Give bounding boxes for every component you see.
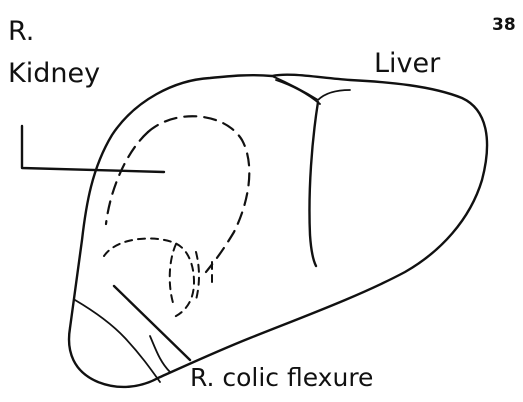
renal-impression (148, 116, 249, 272)
colic-flexure-label: R. colic flexure (190, 363, 373, 392)
kidney-label-line1: R. (8, 16, 34, 47)
inferior-border (75, 300, 160, 382)
colic-flexure-leader-line (114, 286, 190, 360)
liver-label: Liver (374, 48, 441, 79)
kidney-label-line2: Kidney (8, 58, 100, 89)
colic-impression-inner (170, 244, 176, 306)
falciform-ligament-inner (276, 80, 320, 104)
renal-impression-left (106, 132, 148, 224)
inferior-border-2 (150, 336, 170, 372)
liver-outline (69, 75, 487, 387)
lobe-division (309, 102, 318, 266)
kidney-leader-line (22, 126, 164, 172)
colic-impression-inner-2 (196, 252, 199, 300)
page-number: 38 (492, 15, 516, 35)
colic-impression (104, 239, 194, 318)
